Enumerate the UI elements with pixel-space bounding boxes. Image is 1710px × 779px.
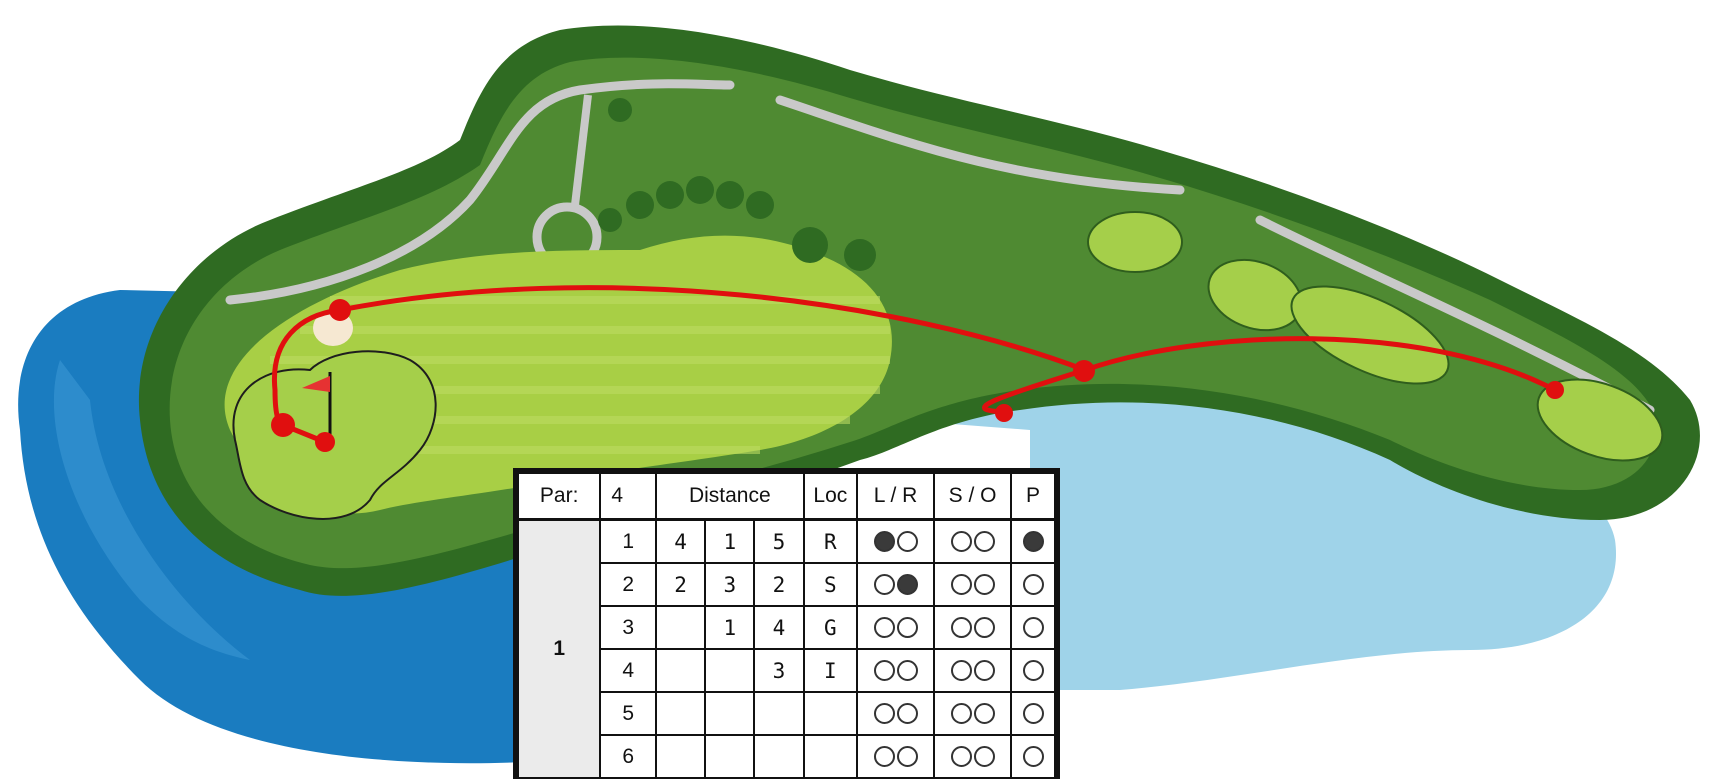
p-bubble[interactable] <box>1023 746 1044 767</box>
distance-digit-2: 1 <box>705 606 754 649</box>
distance-digit-1 <box>656 606 705 649</box>
distance-digit-3: 5 <box>754 520 803 564</box>
so-bubbles <box>934 563 1011 606</box>
loc-header: Loc <box>804 473 857 520</box>
p-bubble-cell <box>1011 649 1055 692</box>
lr-bubbles <box>857 606 934 649</box>
distance-header: Distance <box>656 473 804 520</box>
o-bubble[interactable] <box>974 574 995 595</box>
p-bubble-cell <box>1011 520 1055 564</box>
shot-number: 6 <box>600 735 656 778</box>
so-bubbles <box>934 735 1011 778</box>
distance-digit-1 <box>656 692 705 735</box>
so-header: S / O <box>934 473 1011 520</box>
distance-digit-3: 3 <box>754 649 803 692</box>
distance-digit-2 <box>705 692 754 735</box>
hole-number: 1 <box>518 520 600 779</box>
distance-digit-2: 3 <box>705 563 754 606</box>
location-code: G <box>804 606 857 649</box>
l-bubble[interactable] <box>874 574 895 595</box>
shot-number: 1 <box>600 520 656 564</box>
l-bubble[interactable] <box>874 746 895 767</box>
o-bubble[interactable] <box>974 703 995 724</box>
lr-bubbles <box>857 735 934 778</box>
l-bubble[interactable] <box>874 660 895 681</box>
s-bubble[interactable] <box>951 746 972 767</box>
r-bubble[interactable] <box>897 746 918 767</box>
l-bubble[interactable] <box>874 617 895 638</box>
distance-digit-3 <box>754 735 803 778</box>
location-code: R <box>804 520 857 564</box>
distance-digit-1 <box>656 649 705 692</box>
distance-digit-3: 2 <box>754 563 803 606</box>
scorecard-header-row: Par: 4 Distance Loc L / R S / O P <box>518 473 1055 520</box>
lr-header: L / R <box>857 473 934 520</box>
distance-digit-2: 1 <box>705 520 754 564</box>
distance-digit-3 <box>754 692 803 735</box>
par-value: 4 <box>600 473 656 520</box>
o-bubble[interactable] <box>974 617 995 638</box>
r-bubble[interactable] <box>897 574 918 595</box>
r-bubble[interactable] <box>897 660 918 681</box>
shot-number: 3 <box>600 606 656 649</box>
s-bubble[interactable] <box>951 703 972 724</box>
distance-digit-1 <box>656 735 705 778</box>
par-label: Par: <box>518 473 600 520</box>
lr-bubbles <box>857 692 934 735</box>
so-bubbles <box>934 649 1011 692</box>
shot-number: 2 <box>600 563 656 606</box>
so-bubbles <box>934 606 1011 649</box>
lr-bubbles <box>857 520 934 564</box>
lr-bubbles <box>857 649 934 692</box>
p-bubble[interactable] <box>1023 617 1044 638</box>
o-bubble[interactable] <box>974 531 995 552</box>
distance-digit-2 <box>705 735 754 778</box>
p-header: P <box>1011 473 1055 520</box>
location-code: S <box>804 563 857 606</box>
o-bubble[interactable] <box>974 746 995 767</box>
s-bubble[interactable] <box>951 660 972 681</box>
r-bubble[interactable] <box>897 703 918 724</box>
distance-digit-3: 4 <box>754 606 803 649</box>
p-bubble[interactable] <box>1023 660 1044 681</box>
l-bubble[interactable] <box>874 703 895 724</box>
p-bubble[interactable] <box>1023 703 1044 724</box>
green-patch-1 <box>1088 212 1182 272</box>
location-code <box>804 735 857 778</box>
s-bubble[interactable] <box>951 617 972 638</box>
distance-digit-2 <box>705 649 754 692</box>
so-bubbles <box>934 520 1011 564</box>
p-bubble[interactable] <box>1023 574 1044 595</box>
shot-number: 5 <box>600 692 656 735</box>
p-bubble-cell <box>1011 563 1055 606</box>
distance-digit-1: 4 <box>656 520 705 564</box>
r-bubble[interactable] <box>897 531 918 552</box>
distance-digit-1: 2 <box>656 563 705 606</box>
so-bubbles <box>934 692 1011 735</box>
p-bubble-cell <box>1011 606 1055 649</box>
p-bubble-cell <box>1011 692 1055 735</box>
location-code: I <box>804 649 857 692</box>
lr-bubbles <box>857 563 934 606</box>
location-code <box>804 692 857 735</box>
s-bubble[interactable] <box>951 574 972 595</box>
r-bubble[interactable] <box>897 617 918 638</box>
o-bubble[interactable] <box>974 660 995 681</box>
p-bubble-cell <box>1011 735 1055 778</box>
l-bubble[interactable] <box>874 531 895 552</box>
s-bubble[interactable] <box>951 531 972 552</box>
p-bubble[interactable] <box>1023 531 1044 552</box>
shot-number: 4 <box>600 649 656 692</box>
